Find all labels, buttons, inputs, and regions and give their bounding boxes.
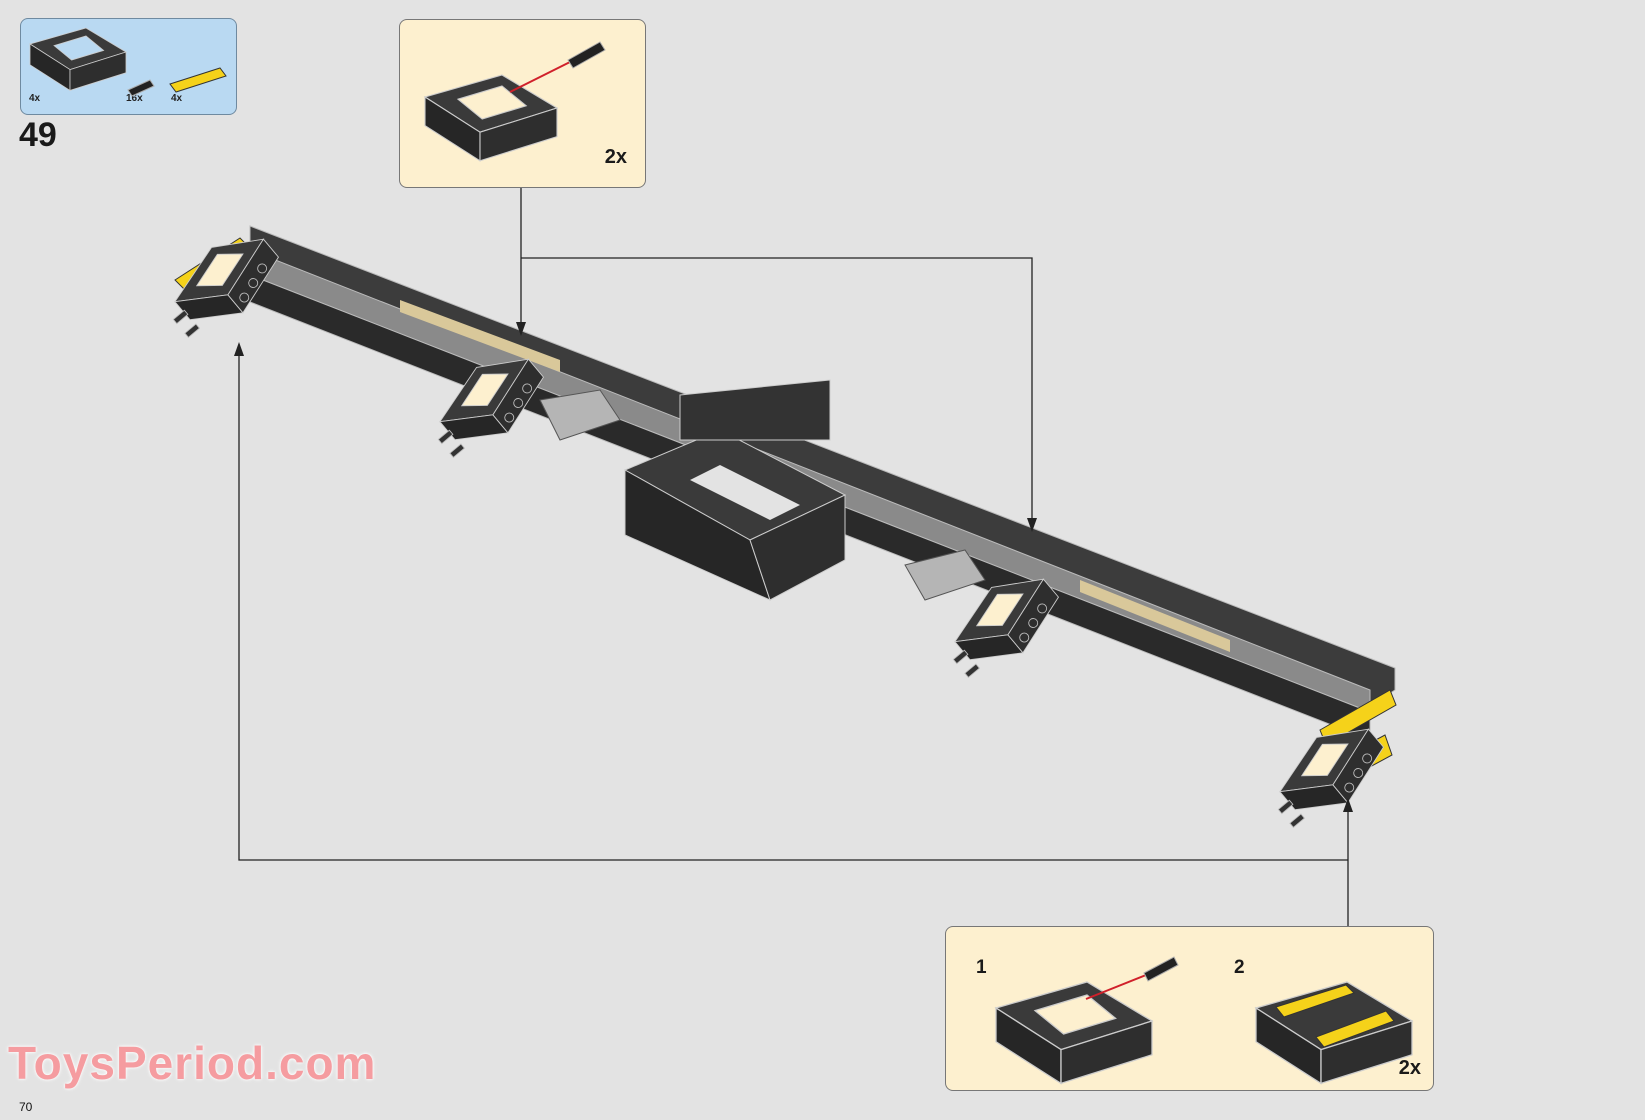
callout-bottom: 1 2 2x	[945, 926, 1434, 1091]
parts-list-box: 4x 16x 4x	[20, 18, 237, 115]
subassembly-frame-pin-icon	[423, 41, 606, 162]
watermark: ToysPeriod.com	[8, 1037, 377, 1089]
callout-top: 2x	[399, 19, 646, 188]
main-assembly	[174, 225, 1397, 796]
part-quantity: 4x	[29, 93, 41, 104]
part-quantity: 4x	[171, 93, 183, 104]
substep-drawings	[994, 956, 1414, 1085]
substep-number: 1	[976, 957, 987, 978]
callout-arrows	[238, 186, 1349, 926]
multiplier-label: 2x	[604, 146, 627, 168]
step-number: 49	[19, 116, 57, 154]
multiplier-label: 2x	[1398, 1057, 1421, 1079]
substep-number: 2	[1234, 957, 1245, 978]
arrowheads	[234, 322, 1353, 812]
part-quantity: 16x	[126, 93, 143, 104]
page-number: 70	[19, 1100, 33, 1114]
